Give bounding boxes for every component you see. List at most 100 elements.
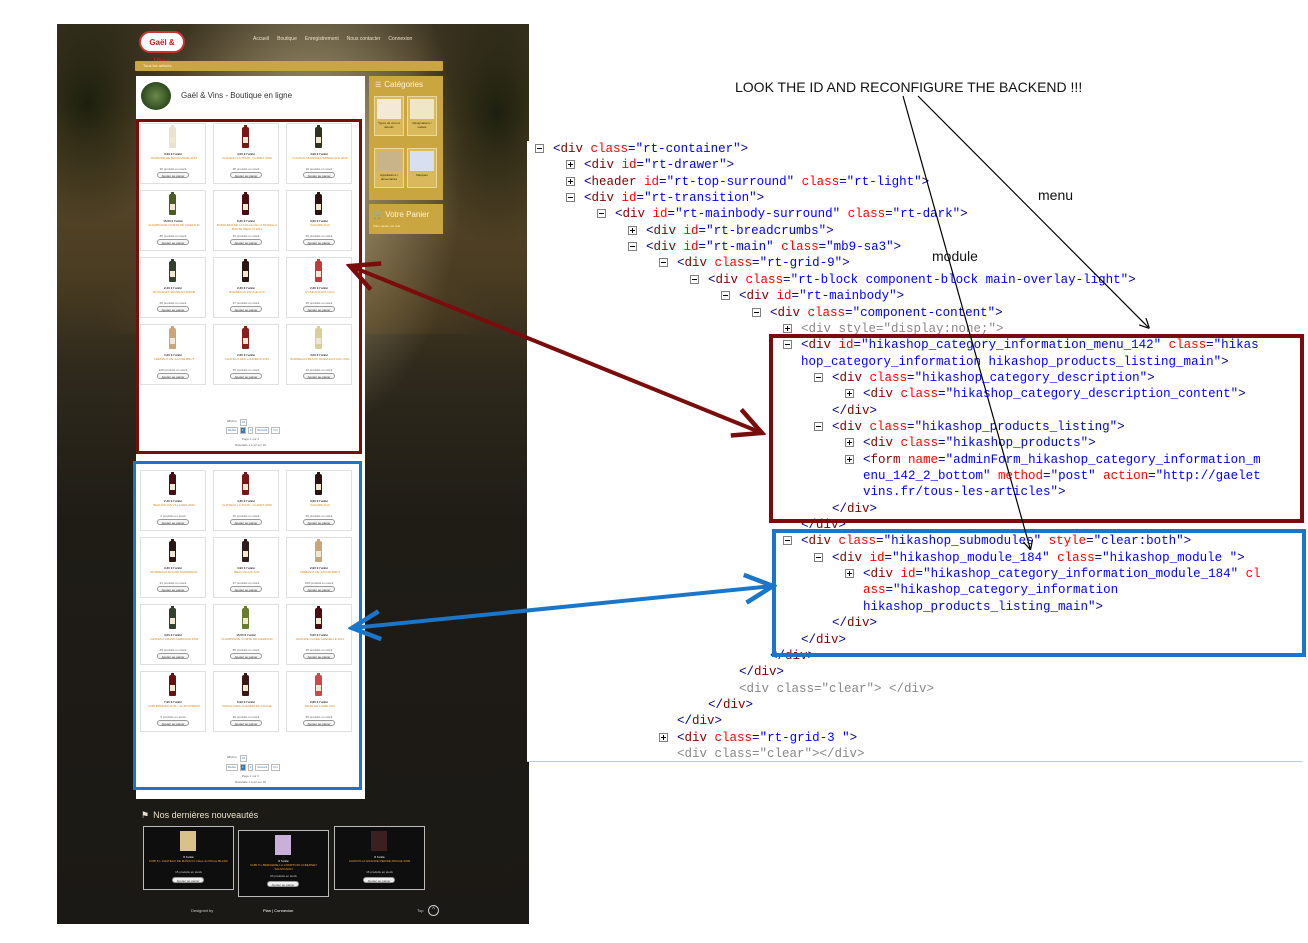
nav-accueil[interactable]: Accueil: [253, 36, 270, 42]
product-name[interactable]: BORDEAUX BLANC MOELLEUX AOC 2011: [290, 357, 350, 361]
add-to-cart-button[interactable]: Ajouter au panier: [303, 373, 335, 379]
product-image[interactable]: [315, 192, 322, 215]
news-card[interactable]: € l'unité CHINON LA GRANDE PIERRE ROUGE …: [334, 826, 425, 890]
product-name[interactable]: BEAUJOLAIS AOC: [234, 570, 260, 574]
page-1[interactable]: 1: [240, 427, 246, 434]
product-image[interactable]: [242, 192, 249, 215]
product-name[interactable]: ROSE D'ANJOU AOC: [305, 290, 335, 294]
expand-icon[interactable]: [783, 323, 792, 333]
product-name[interactable]: BORDEAUX ROUGE AOC: [229, 290, 265, 294]
nav-enregistrement[interactable]: Enregistrement: [304, 36, 339, 42]
code-line[interactable]: <div id="hikashop_category_information_m…: [863, 566, 1261, 582]
add-to-cart-button[interactable]: Ajouter au panier: [157, 239, 189, 245]
add-to-cart-button[interactable]: Ajouter au panier: [230, 519, 262, 525]
news-card[interactable]: € l'unité CUBI 5 L CHATEAU DE MASSOU Côt…: [143, 826, 234, 890]
collapse-icon[interactable]: [783, 340, 792, 350]
add-to-cart-button[interactable]: Ajouter au panier: [230, 720, 262, 726]
code-line[interactable]: <div class="clear"></div>: [677, 746, 865, 762]
expand-icon[interactable]: [566, 176, 575, 186]
product-image[interactable]: [169, 259, 176, 282]
category-tile[interactable]: Types de vins et alcools: [374, 96, 404, 136]
expand-icon[interactable]: [845, 569, 854, 579]
nav-boutique[interactable]: Boutique: [277, 36, 297, 42]
product-name[interactable]: PINEAU DES CHARENTES ROUGE: [222, 704, 272, 708]
code-line[interactable]: <header id="rt-top-surround" class="rt-l…: [584, 174, 929, 190]
product-image[interactable]: [169, 192, 176, 215]
code-line[interactable]: <div class="rt-grid-3 ">: [677, 730, 857, 746]
page-1[interactable]: 1: [240, 764, 246, 771]
expand-icon[interactable]: [628, 225, 637, 235]
collapse-icon[interactable]: [628, 242, 637, 252]
product-name[interactable]: MUSCADET SEVRE ET MAINE: [152, 290, 196, 294]
pager-count-select[interactable]: 24: [239, 419, 248, 426]
product-image[interactable]: [242, 125, 249, 148]
add-to-cart-button[interactable]: Ajouter au panier: [157, 653, 189, 659]
news-name[interactable]: CUBI 5 L CHATEAU DE MASSOU Côtes du Rhôn…: [148, 859, 229, 863]
product-image[interactable]: [315, 606, 322, 629]
code-line[interactable]: <div class="rt-grid-9">: [677, 255, 850, 271]
product-name[interactable]: CHATEAU LA TOUR - CLARET 2009: [222, 503, 272, 507]
product-image[interactable]: [315, 259, 322, 282]
collapse-icon[interactable]: [783, 536, 792, 546]
category-tile[interactable]: Désignations / Labels: [407, 96, 437, 136]
page-start[interactable]: Début: [226, 764, 239, 771]
collapse-icon[interactable]: [597, 209, 606, 219]
add-to-cart-button[interactable]: Ajouter au panier: [157, 519, 189, 525]
add-to-cart-button[interactable]: Ajouter au panier: [157, 373, 189, 379]
product-image[interactable]: [242, 673, 249, 696]
page-end[interactable]: Fin: [271, 427, 280, 434]
product-image[interactable]: [169, 539, 176, 562]
product-name[interactable]: CREMANT DE SAVOIE BRUT: [299, 570, 341, 574]
page-next[interactable]: Suivant: [255, 764, 270, 771]
news-card[interactable]: € l'unité CUBI 5 L BERGERIE LA COMPTOIR …: [238, 830, 329, 897]
add-to-cart-button[interactable]: Ajouter au panier: [303, 172, 335, 178]
chevron-up-icon[interactable]: ^: [428, 905, 439, 916]
page-end[interactable]: Fin: [271, 764, 280, 771]
product-name[interactable]: CHAMPAGNE COMTE DE CHERAUD: [148, 223, 200, 227]
collapse-icon[interactable]: [814, 421, 823, 431]
code-line[interactable]: </div>: [832, 615, 877, 631]
product-image[interactable]: [169, 125, 176, 148]
add-to-cart-button[interactable]: Ajouter au panier: [230, 653, 262, 659]
collapse-icon[interactable]: [814, 552, 823, 562]
code-line[interactable]: <div class="clear"> </div>: [739, 681, 934, 697]
product-name[interactable]: DOMAINE DE BOUSCASSE 2012: [150, 156, 197, 160]
code-line[interactable]: <div id="rt-transition">: [584, 190, 764, 206]
product-image[interactable]: [315, 539, 322, 562]
collapse-icon[interactable]: [566, 193, 575, 203]
code-line[interactable]: hikashop_products_listing_main">: [863, 599, 1103, 615]
add-to-cart-button[interactable]: Ajouter au panier: [303, 519, 335, 525]
code-line[interactable]: </div>: [708, 697, 753, 713]
page-2[interactable]: 2: [247, 427, 254, 434]
code-line[interactable]: <div id="rt-main" class="mb9-sa3">: [646, 239, 901, 255]
breadcrumb[interactable]: Tous les articles: [135, 61, 443, 71]
product-image[interactable]: [315, 326, 322, 349]
product-image[interactable]: [315, 472, 322, 495]
product-image[interactable]: [169, 673, 176, 696]
product-image[interactable]: [242, 259, 249, 282]
add-to-cart-button[interactable]: Ajouter au panier: [303, 239, 335, 245]
collapse-icon[interactable]: [814, 372, 823, 382]
code-line[interactable]: <div class="rt-block component-block mai…: [708, 272, 1136, 288]
add-to-cart-button[interactable]: Ajouter au panier: [303, 653, 335, 659]
product-name[interactable]: CAHORS AOC: [309, 223, 330, 227]
add-to-cart-button[interactable]: Ajouter au panier: [363, 877, 395, 883]
code-line[interactable]: </div>: [801, 632, 846, 648]
product-name[interactable]: CHATEAU LA TOUR - CLARET 2009: [222, 156, 272, 160]
code-line[interactable]: ass="hikashop_category_information: [863, 582, 1118, 598]
collapse-icon[interactable]: [752, 307, 761, 317]
add-to-cart-button[interactable]: Ajouter au panier: [230, 306, 262, 312]
